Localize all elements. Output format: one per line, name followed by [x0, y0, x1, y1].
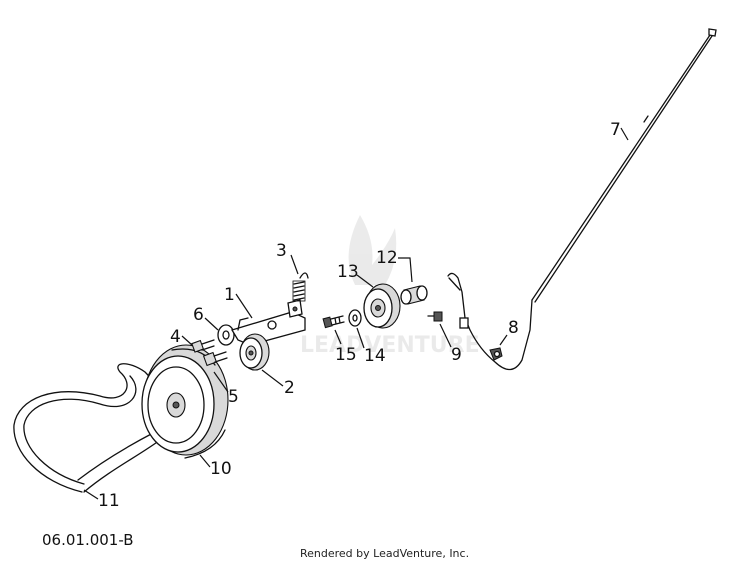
svg-text:1: 1 — [224, 285, 235, 305]
callout-14: 14 — [356, 327, 386, 366]
bolt-5 — [202, 351, 228, 367]
svg-text:3: 3 — [276, 241, 287, 261]
callout-13: 13 — [337, 262, 374, 288]
svg-text:4: 4 — [170, 327, 181, 347]
callout-3: 3 — [276, 241, 299, 275]
svg-text:15: 15 — [335, 345, 357, 365]
callout-7: 7 — [610, 120, 629, 141]
svg-text:9: 9 — [451, 345, 462, 365]
callout-11: 11 — [83, 489, 120, 511]
spring — [292, 272, 309, 302]
watermark-logo: LEADVENTURE — [300, 215, 480, 358]
callout-2: 2 — [261, 369, 295, 398]
callout-12: 12 — [376, 248, 413, 283]
pulley-13 — [363, 283, 401, 329]
washer-6 — [217, 324, 235, 346]
belt — [13, 363, 211, 493]
bolt-15 — [322, 315, 345, 329]
callout-5: 5 — [213, 371, 239, 407]
svg-text:6: 6 — [193, 305, 204, 325]
cable-clip-8 — [489, 347, 503, 361]
control-cable — [447, 28, 717, 371]
large-pulley — [141, 344, 229, 459]
callout-15: 15 — [334, 329, 357, 365]
svg-text:2: 2 — [284, 378, 295, 398]
callout-8: 8 — [499, 318, 519, 346]
idler-bracket — [231, 299, 306, 346]
svg-text:12: 12 — [376, 248, 398, 268]
render-credit: Rendered by LeadVenture, Inc. — [300, 547, 470, 560]
svg-text:5: 5 — [228, 387, 239, 407]
callout-4: 4 — [170, 327, 193, 347]
bolt-4 — [191, 339, 215, 353]
idler-pulley — [239, 333, 270, 371]
bushing-12 — [400, 285, 428, 305]
bolt-9 — [427, 311, 443, 322]
svg-text:13: 13 — [337, 262, 359, 282]
svg-text:8: 8 — [508, 318, 519, 338]
svg-text:7: 7 — [610, 120, 621, 140]
callout-10: 10 — [199, 454, 232, 479]
svg-text:11: 11 — [98, 491, 120, 511]
washer-14 — [348, 309, 362, 327]
document-number: 06.01.001-B — [42, 531, 134, 549]
callout-1: 1 — [224, 285, 253, 319]
svg-text:10: 10 — [210, 459, 232, 479]
callout-9: 9 — [439, 323, 462, 365]
callout-6: 6 — [193, 305, 219, 331]
svg-text:14: 14 — [364, 346, 386, 366]
